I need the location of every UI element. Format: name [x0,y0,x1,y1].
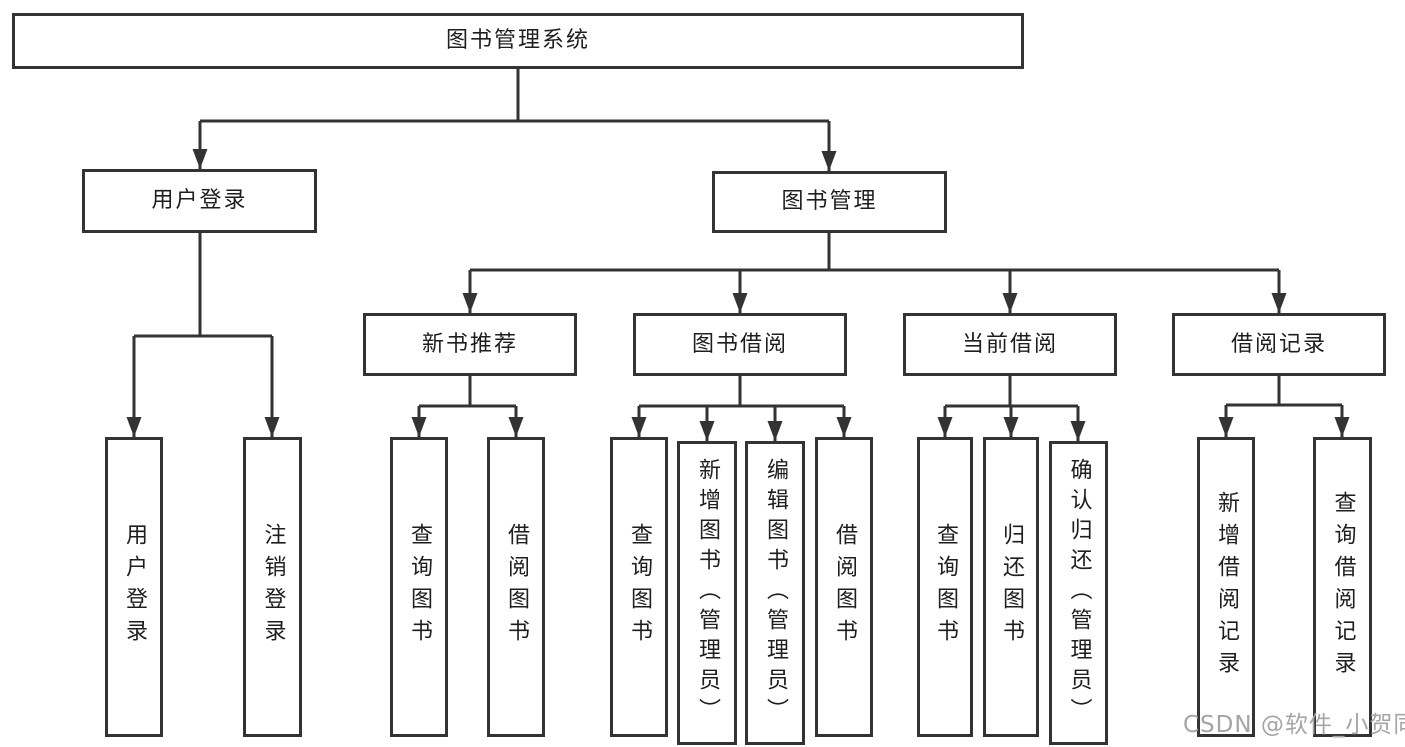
connector-user-login [126,233,280,437]
leaf-newbook-borrow-books: 借阅图书 [487,437,545,737]
connector-new-book [411,376,524,437]
connector-book-management [462,233,1287,313]
leaf-newbook-query-books: 查询图书 [390,437,448,737]
node-book-borrow: 图书借阅 [633,313,847,376]
leaf-borrow-add-books-admin: 新增图书（管理员） [677,441,737,745]
leaf-borrow-edit-books-admin: 编辑图书（管理员） [745,441,805,745]
leaf-user-login: 用户登录 [105,437,163,737]
node-book-management: 图书管理 [712,171,947,233]
connector-current-borrow [937,376,1086,441]
leaf-current-confirm-return-admin: 确认归还（管理员） [1049,441,1108,745]
leaf-borrow-borrow-books: 借阅图书 [815,437,873,737]
leaf-current-return-books: 归还图书 [983,437,1039,737]
leaf-user-logout: 注销登录 [243,437,302,737]
node-library-management-system: 图书管理系统 [12,13,1024,69]
node-new-book-recommend: 新书推荐 [363,313,577,376]
csdn-watermark: CSDN @软件_小贺同学 [1183,712,1405,738]
connector-book-borrow [631,376,852,441]
connector-borrow-records [1218,376,1350,437]
leaf-borrow-query-books: 查询图书 [610,437,668,737]
leaf-current-query-books: 查询图书 [917,437,973,737]
node-user-login: 用户登录 [82,169,317,233]
node-borrow-records: 借阅记录 [1172,313,1386,376]
leaf-records-query-record: 查询借阅记录 [1313,437,1372,737]
leaf-records-add-record: 新增借阅记录 [1197,437,1255,737]
connector-root [192,69,837,171]
node-current-borrow: 当前借阅 [903,313,1117,376]
